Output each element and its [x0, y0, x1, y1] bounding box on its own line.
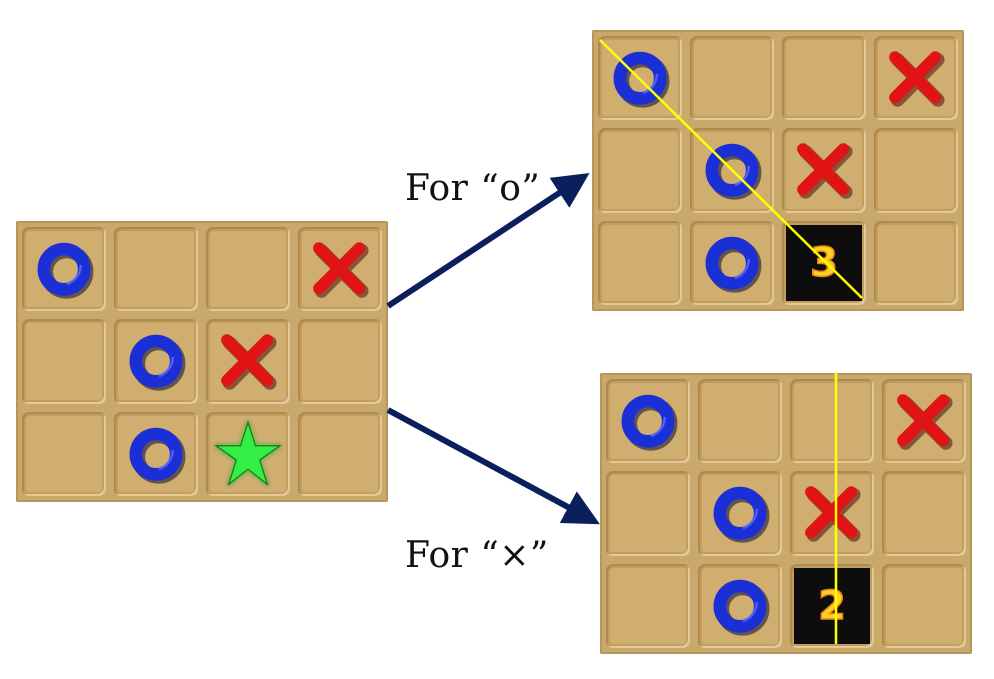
- o-branch-cell-r0c2: [782, 36, 866, 121]
- o-branch-cell-r1c3: [874, 128, 958, 213]
- x-piece-icon: [889, 51, 945, 107]
- line-count-box: 2: [794, 567, 870, 644]
- x-branch-cell-r2c0: [606, 563, 690, 648]
- o-piece-icon: [713, 487, 770, 543]
- x-branch-cell-r1c1: [698, 471, 782, 556]
- o-piece-icon: [129, 427, 186, 484]
- source-cell-r1c2: [206, 319, 290, 404]
- board-for-o-grid: 3: [598, 36, 958, 305]
- source-cell-r2c1: [114, 411, 198, 496]
- source-cell-r2c0: [22, 411, 106, 496]
- x-branch-cell-r1c2: [790, 471, 874, 556]
- o-branch-cell-r1c0: [598, 128, 682, 213]
- x-branch-cell-r0c1: [698, 379, 782, 464]
- o-branch-cell-r2c3: [874, 220, 958, 305]
- board-for-x-grid: 2: [606, 379, 966, 648]
- o-piece-icon: [621, 394, 678, 451]
- o-piece-icon: [705, 144, 762, 200]
- o-branch-cell-r0c1: [690, 36, 774, 121]
- board-for-x: 2: [600, 373, 972, 654]
- arrow-to-o-branch: [386, 173, 590, 309]
- star-icon: [214, 419, 282, 486]
- x-branch-cell-r0c2: [790, 379, 874, 464]
- source-cell-r1c3: [298, 319, 382, 404]
- x-piece-icon: [797, 143, 853, 200]
- source-cell-r2c3: [298, 411, 382, 496]
- source-cell-r0c2: [206, 227, 290, 312]
- x-branch-cell-r2c1: [698, 563, 782, 648]
- o-branch-cell-r1c2: [782, 128, 866, 213]
- x-branch-cell-r0c3: [882, 379, 966, 464]
- x-branch-cell-r0c0: [606, 379, 690, 464]
- x-branch-cell-r2c3: [882, 563, 966, 648]
- x-piece-icon: [897, 394, 953, 450]
- o-piece-icon: [613, 51, 670, 108]
- line-count-label: 2: [817, 582, 846, 630]
- source-board: [16, 221, 388, 502]
- x-piece-icon: [221, 334, 277, 391]
- source-cell-r1c1: [114, 319, 198, 404]
- source-cell-r2c2: [206, 411, 290, 496]
- source-cell-r0c0: [22, 227, 106, 312]
- win-line-diagonal: [599, 39, 863, 299]
- x-branch-cell-r1c3: [882, 471, 966, 556]
- x-branch-cell-r1c0: [606, 471, 690, 556]
- x-piece-icon: [313, 242, 369, 298]
- o-branch-cell-r2c1: [690, 220, 774, 305]
- arrow-to-x-branch: [386, 407, 600, 525]
- line-count-box: 3: [786, 224, 862, 301]
- o-piece-icon: [129, 335, 186, 391]
- source-cell-r1c0: [22, 319, 106, 404]
- x-piece-icon: [805, 486, 861, 543]
- source-board-grid: [22, 227, 382, 496]
- o-branch-cell-r0c3: [874, 36, 958, 121]
- source-cell-r0c1: [114, 227, 198, 312]
- board-for-o: 3: [592, 30, 964, 311]
- source-cell-r0c3: [298, 227, 382, 312]
- caption-for-o: For “o”: [405, 168, 541, 209]
- o-piece-icon: [37, 242, 94, 299]
- o-branch-cell-r2c0: [598, 220, 682, 305]
- o-piece-icon: [705, 236, 762, 293]
- x-branch-cell-r2c2: 2: [790, 563, 874, 648]
- o-piece-icon: [713, 579, 770, 636]
- line-count-label: 3: [809, 239, 838, 287]
- caption-for-x: For “×”: [405, 535, 549, 576]
